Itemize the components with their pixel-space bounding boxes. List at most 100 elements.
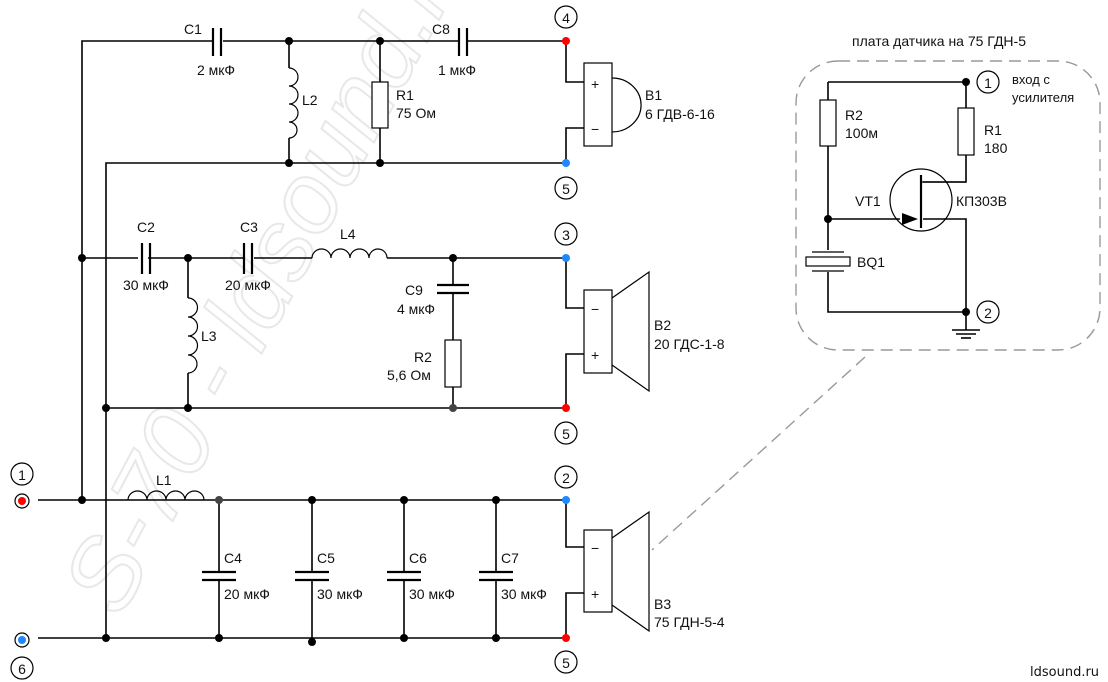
l2-ref: L2: [302, 92, 318, 108]
sensor-r2: [819, 99, 837, 147]
inductor-l3: L3: [187, 297, 217, 374]
vt1-model: КП303В: [956, 193, 1007, 209]
resistor-r1: R1 75 Ом: [371, 81, 436, 129]
wire-b1-minus: [565, 127, 584, 163]
r2-value: 5,6 Ом: [387, 367, 431, 383]
c9-ref: C9: [405, 282, 423, 298]
sensor-pin-2: 2: [984, 305, 992, 321]
sensor-r1-ref: R1: [984, 122, 1002, 138]
wire-b2-minus: [565, 258, 584, 309]
terminal-5-b2-dot: [562, 404, 570, 412]
inductor-l2: L2: [288, 67, 318, 139]
pin-4: 4: [562, 10, 570, 26]
pin-labels: 4 5 3 5 2 5 1 6: [10, 5, 578, 680]
sensor-r1: [957, 107, 975, 156]
pin-5-b3: 5: [562, 655, 570, 671]
sensor-r1-value: 180: [984, 140, 1008, 156]
wire-b1-plus: [565, 41, 584, 83]
capacitor-c9: C9 4 мкФ: [397, 282, 469, 317]
pin-6-input: 6: [18, 661, 26, 677]
c6-ref: C6: [409, 550, 427, 566]
c5-value: 30 мкФ: [317, 586, 363, 602]
c1-value: 2 мкФ: [197, 62, 235, 78]
c3-ref: C3: [240, 219, 258, 235]
speaker-b3: − + B3 75 ГДН-5-4: [583, 510, 725, 633]
wire-b3-minus: [565, 500, 584, 548]
c4-ref: C4: [224, 550, 242, 566]
r2-ref: R2: [414, 349, 432, 365]
pin-1-input: 1: [18, 467, 26, 483]
c4-value: 20 мкФ: [224, 586, 270, 602]
wire-b3-plus: [565, 592, 584, 638]
capacitor-c8: C8 1 мкФ: [432, 21, 476, 78]
c7-ref: C7: [501, 550, 519, 566]
sensor-board-outline: [795, 60, 1101, 351]
b1-ref: B1: [645, 87, 662, 103]
pin-3: 3: [562, 227, 570, 243]
c7-value: 30 мкФ: [501, 586, 547, 602]
c8-value: 1 мкФ: [438, 62, 476, 78]
wire-b2-plus: [565, 353, 584, 408]
b1-plus-mark: +: [591, 76, 599, 92]
l3-ref: L3: [201, 328, 217, 344]
capacitor-c7: C7 30 мкФ: [479, 550, 547, 602]
wire-positive-bus: [81, 40, 213, 500]
transistor-gate-arrow: [902, 213, 918, 225]
sensor-board: плата датчика на 75 ГДН-5 R2 100м R1 180…: [651, 33, 1101, 551]
terminal-5-b1-dot: [562, 159, 570, 167]
resistor-r2: R2 5,6 Ом: [387, 339, 462, 388]
b1-model: 6 ГДВ-6-16: [645, 106, 715, 122]
vt1-ref: VT1: [855, 193, 881, 209]
b3-model: 75 ГДН-5-4: [654, 614, 725, 630]
junctions: [78, 37, 500, 646]
pin-2: 2: [562, 470, 570, 486]
piezo-bq1: [805, 256, 851, 267]
c3-value: 20 мкФ: [225, 277, 271, 293]
b2-minus-mark: −: [591, 301, 599, 317]
terminals: [14, 37, 570, 648]
sensor-board-title: плата датчика на 75 ГДН-5: [852, 33, 1026, 49]
pin-5-b2: 5: [562, 426, 570, 442]
terminal-2-dot: [562, 496, 570, 504]
sensor-pin1-label-1: вход с: [1012, 72, 1050, 87]
r1-value: 75 Ом: [396, 105, 436, 121]
speaker-b2: − + B2 20 ГДС-1-8: [583, 270, 725, 393]
capacitor-c4: C4 20 мкФ: [202, 550, 270, 602]
b3-ref: B3: [654, 596, 671, 612]
pin-5-b1: 5: [562, 181, 570, 197]
b2-model: 20 ГДС-1-8: [654, 336, 725, 352]
c1-ref: C1: [184, 21, 202, 37]
capacitor-c5: C5 30 мкФ: [295, 550, 363, 602]
terminal-3-dot: [562, 254, 570, 262]
b1-minus-mark: −: [591, 121, 599, 137]
c9-value: 4 мкФ: [397, 301, 435, 317]
c5-ref: C5: [317, 550, 335, 566]
sensor-r2-value: 100м: [845, 125, 878, 141]
l1-ref: L1: [156, 472, 172, 488]
c2-value: 30 мкФ: [123, 277, 169, 293]
terminal-4-dot: [562, 37, 570, 45]
b3-minus-mark: −: [591, 540, 599, 556]
sensor-r2-ref: R2: [845, 107, 863, 123]
bq1-ref: BQ1: [857, 254, 885, 270]
c6-value: 30 мкФ: [409, 586, 455, 602]
transistor-vt1: [889, 168, 953, 232]
wire-ground-bus: [105, 162, 566, 638]
b2-ref: B2: [654, 317, 671, 333]
inductor-l1: L1: [127, 472, 205, 501]
terminal-5-b3-dot: [562, 634, 570, 642]
c2-ref: C2: [137, 219, 155, 235]
inductor-l4: L4: [311, 226, 388, 259]
site-label: ldsound.ru: [1030, 665, 1099, 680]
sensor-pin1-label-2: усилителя: [1012, 90, 1074, 105]
l4-ref: L4: [340, 226, 356, 242]
speaker-b1: + − B1 6 ГДВ-6-16: [583, 62, 715, 147]
sensor-pin-1: 1: [984, 75, 992, 91]
b2-plus-mark: +: [591, 347, 599, 363]
capacitor-c3: C3 20 мкФ: [225, 219, 271, 293]
r1-ref: R1: [396, 87, 414, 103]
capacitor-c6: C6 30 мкФ: [387, 550, 455, 602]
c8-ref: C8: [432, 21, 450, 37]
capacitor-c2: C2 30 мкФ: [123, 219, 169, 293]
